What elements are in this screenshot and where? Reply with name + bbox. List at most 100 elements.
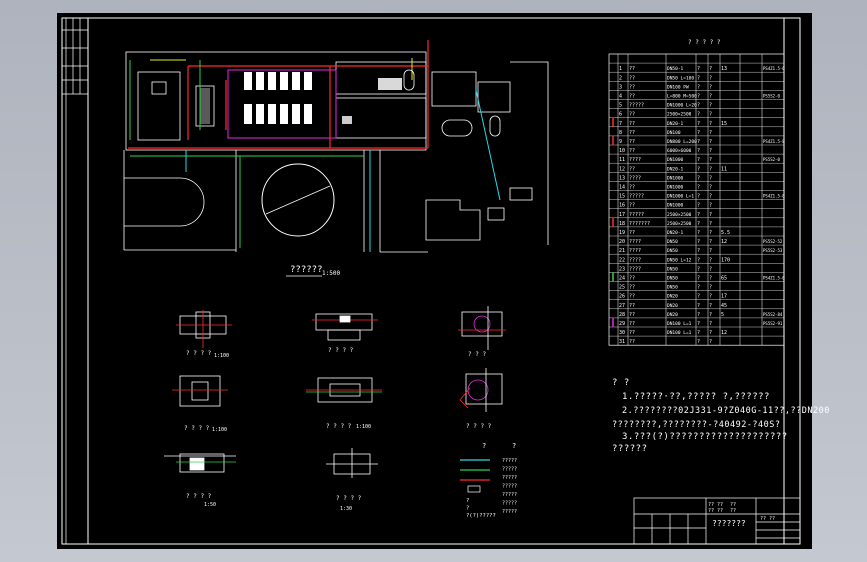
- detail-3: [458, 306, 506, 350]
- table-cell: DN50-1: [667, 66, 684, 72]
- table-cell: 24: [619, 276, 625, 282]
- table-cell: ?: [709, 130, 712, 136]
- table-cell: 7: [619, 121, 622, 127]
- table-cell: DN20-1: [667, 230, 684, 236]
- table-cell: ????: [629, 266, 641, 272]
- table-cell: ?: [709, 166, 712, 172]
- table-cell: DN1000: [667, 203, 684, 209]
- table-cell: 2500×2500: [667, 212, 692, 218]
- legend-item: ?????: [502, 484, 517, 490]
- table-cell: ??: [629, 230, 635, 236]
- table-cell: 5.5: [721, 230, 730, 236]
- table-cell: ?: [697, 239, 700, 245]
- notes-heading: ? ?: [612, 378, 630, 388]
- table-cell: ????: [629, 257, 641, 263]
- legend-col2: ?: [512, 442, 516, 450]
- table-cell: ?: [709, 66, 712, 72]
- table-cell: ?: [709, 303, 712, 309]
- title-block-code: ?? ??: [760, 516, 775, 522]
- table-cell: ?: [709, 212, 712, 218]
- table-remark: PS4Z1.5-8: [763, 139, 785, 144]
- detail-scale-4: 1:100: [212, 427, 227, 433]
- table-cell: 15: [619, 194, 625, 200]
- table-cell: 19: [619, 230, 625, 236]
- table-cell: ?: [697, 112, 700, 118]
- table-cell: ????: [629, 175, 641, 181]
- table-cell: 17: [721, 294, 727, 300]
- table-cell: ?: [697, 257, 700, 263]
- binding-strip: [62, 18, 88, 544]
- table-cell: ?: [709, 121, 712, 127]
- title-block-name: ???????: [712, 519, 746, 528]
- table-cell: ??: [629, 166, 635, 172]
- table-cell: DN50: [667, 239, 678, 245]
- detail-7: [164, 453, 236, 473]
- table-cell: ?: [697, 139, 700, 145]
- table-cell: ??: [629, 75, 635, 81]
- table-cell: ??: [629, 130, 635, 136]
- detail-5: [306, 377, 382, 403]
- detail-label-8: ? ? ? ?: [336, 495, 362, 502]
- table-cell: 8: [619, 130, 622, 136]
- table-cell: ??: [629, 112, 635, 118]
- table-cell: ?: [697, 94, 700, 100]
- table-cell: ?: [709, 321, 712, 327]
- table-cell: 65: [721, 276, 727, 282]
- table-cell: ?: [709, 276, 712, 282]
- site-circular-tank: [261, 163, 335, 237]
- table-cell: ?: [697, 266, 700, 272]
- detail-drawings: [164, 306, 506, 478]
- table-cell: ?: [697, 203, 700, 209]
- table-cell: ?: [709, 139, 712, 145]
- table-cell: DN20: [667, 294, 678, 300]
- table-cell: ?: [697, 103, 700, 109]
- table-cell: ?: [709, 221, 712, 227]
- legend-item: ?????: [502, 467, 517, 473]
- notes-line5: ??????: [612, 444, 648, 454]
- table-cell: ?: [697, 185, 700, 191]
- detail-label-1: ? ? ? ?: [186, 350, 212, 357]
- table-cell: 26: [619, 294, 625, 300]
- table-cell: ?: [709, 294, 712, 300]
- table-cell: ?: [709, 94, 712, 100]
- table-cell: ?????: [629, 212, 644, 218]
- table-cell: 1: [619, 66, 622, 72]
- table-cell: 31: [619, 339, 625, 345]
- table-cell: 30: [619, 330, 625, 336]
- table-remark: PS4Z1.5-6: [763, 66, 785, 71]
- detail-4: [172, 375, 228, 407]
- table-cell: DN100 PW: [667, 84, 689, 90]
- site-tank-line: [265, 185, 331, 215]
- table-cell: DN20: [667, 312, 678, 318]
- table-cell: 45: [721, 303, 727, 309]
- table-cell: 11: [721, 166, 727, 172]
- table-cell: ?: [697, 84, 700, 90]
- table-cell: DN1000 L=1: [667, 194, 694, 200]
- legend-item: ?????: [502, 458, 517, 464]
- table-cell: ?: [709, 157, 712, 163]
- table-cell: 18: [619, 221, 625, 227]
- table-cell: ??: [629, 294, 635, 300]
- table-cell: 23: [619, 266, 625, 272]
- site-curved-road: [124, 177, 205, 227]
- table-cell: ?: [709, 248, 712, 254]
- legend-items: ??????????????????????????????????????(?…: [466, 458, 517, 519]
- site-cyan-pipes: [185, 89, 501, 252]
- table-cell: ?????: [629, 194, 644, 200]
- table-cell: ?: [709, 194, 712, 200]
- table-cell: ????: [629, 157, 641, 163]
- table-remark: PS4Z1.5-6: [763, 276, 785, 281]
- table-cell: 10: [619, 148, 625, 154]
- table-cell: ????: [629, 248, 641, 254]
- table-cell: 17: [619, 212, 625, 218]
- table-cell: ??: [629, 321, 635, 327]
- site-buildings: [123, 51, 549, 253]
- table-cell: ?: [709, 175, 712, 181]
- title-block-r2c1: ?? ??: [708, 508, 723, 514]
- table-cell: ?: [697, 248, 700, 254]
- title-block-r1c1: ?? ??: [708, 502, 723, 508]
- table-cell: 15: [721, 121, 727, 127]
- detail-scale-1: 1:100: [214, 353, 229, 359]
